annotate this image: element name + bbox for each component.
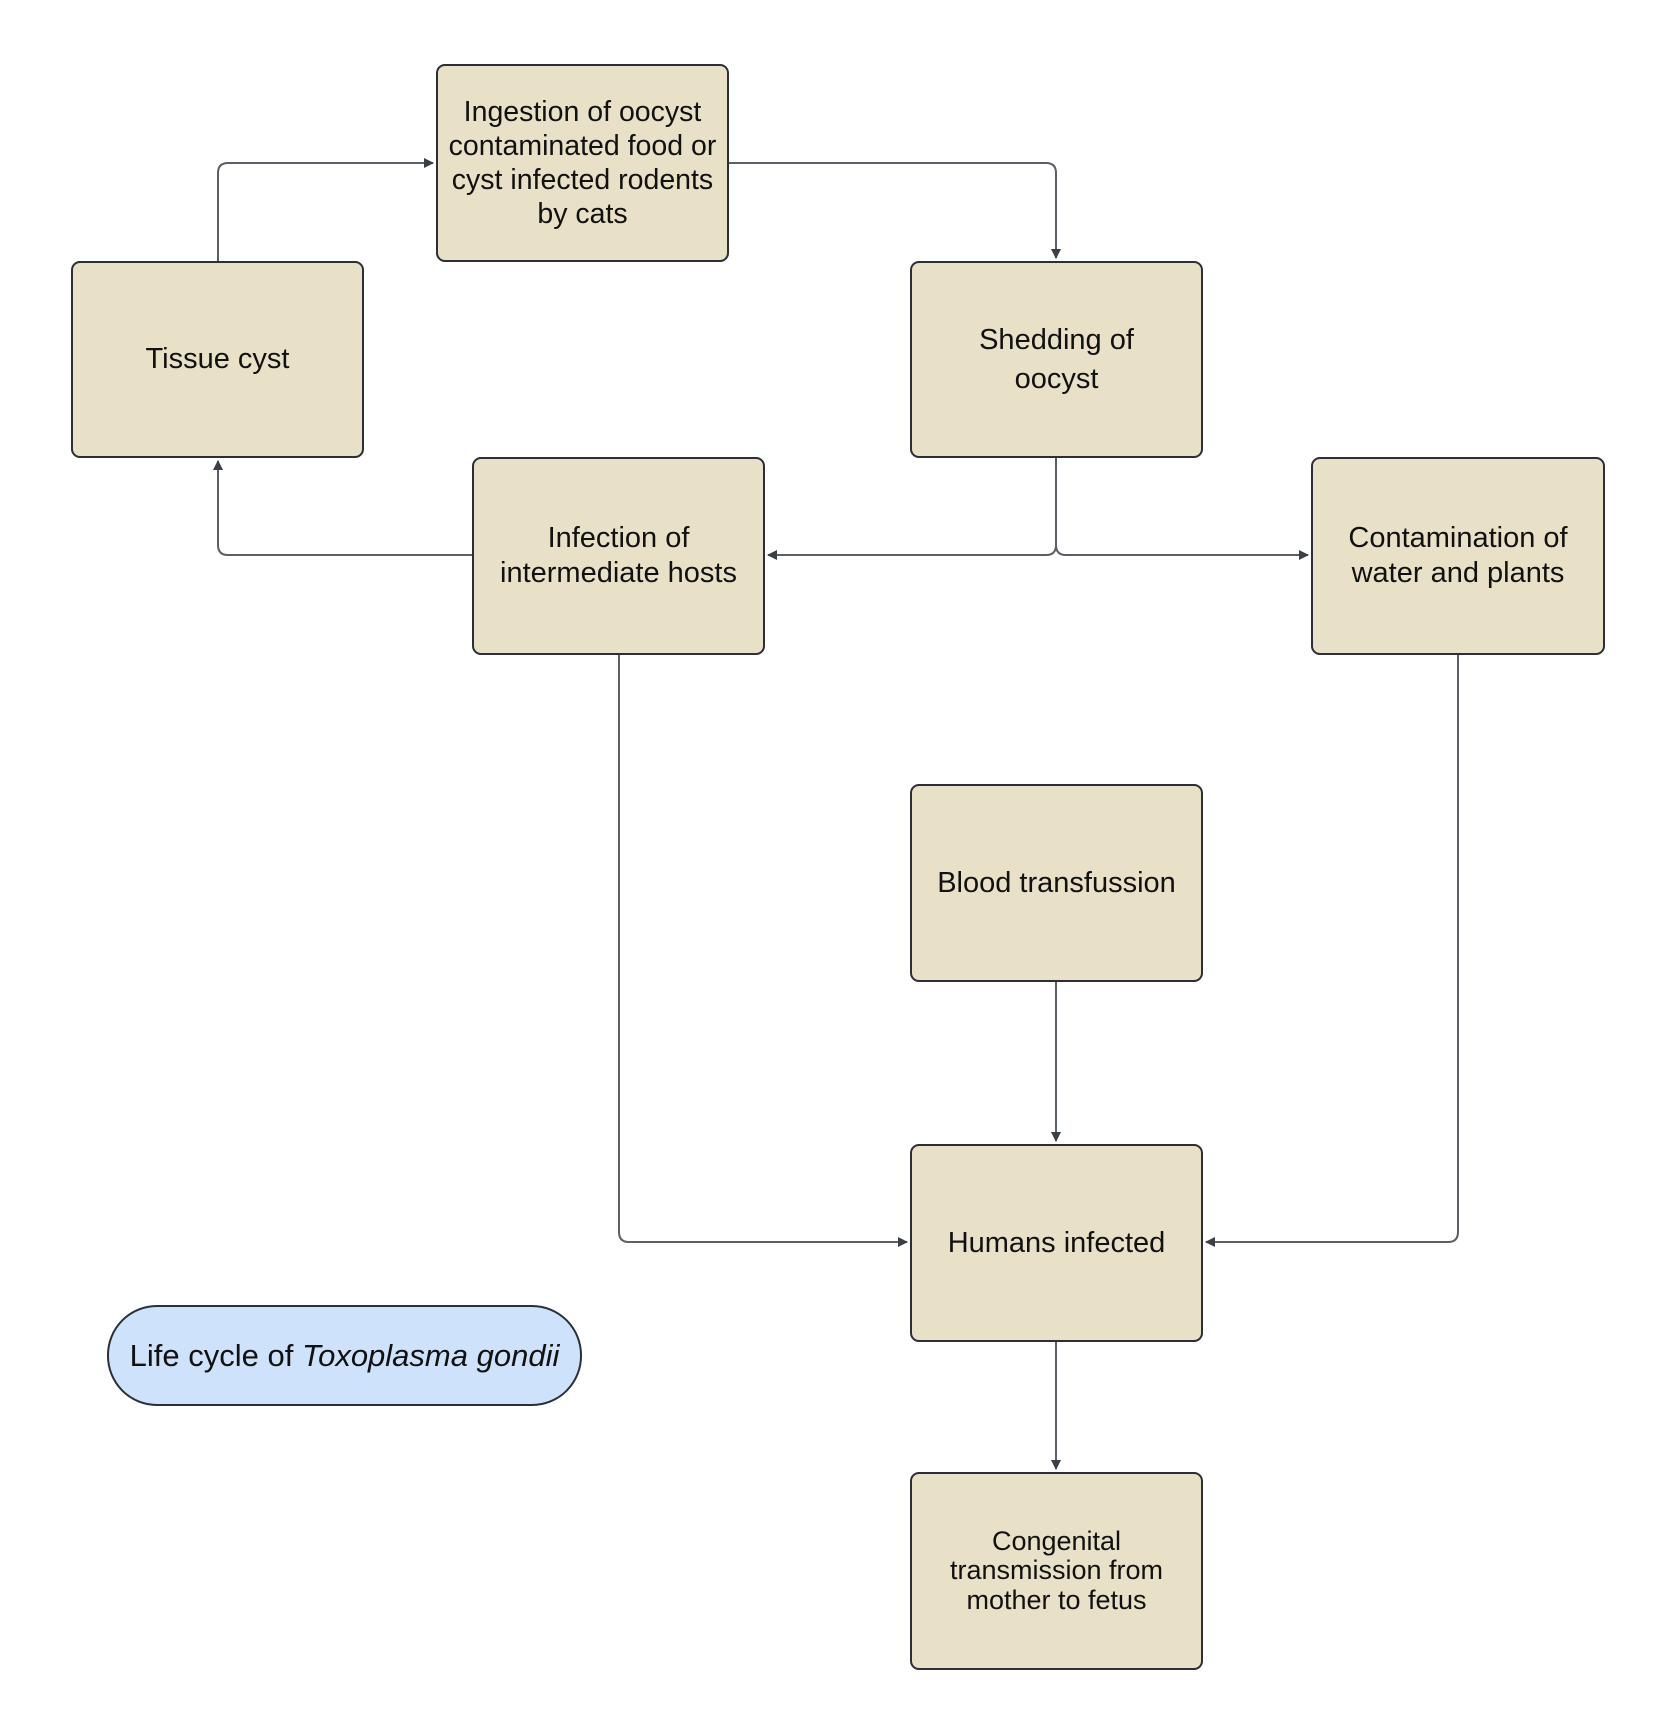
node-blood-transfusion: Blood transfussion (910, 784, 1203, 982)
node-tissue-cyst: Tissue cyst (71, 261, 364, 458)
node-shedding: Shedding of oocyst (910, 261, 1203, 458)
node-contamination: Contamination of water and plants (1311, 457, 1605, 655)
node-shedding-label: Shedding of oocyst (979, 324, 1134, 395)
node-humans-infected: Humans infected (910, 1144, 1203, 1342)
node-infection-intermediate-hosts: Infection of intermediate hosts (472, 457, 765, 655)
node-tissue-cyst-label: Tissue cyst (145, 343, 290, 376)
node-congenital-transmission-label: Congenital transmission from mother to f… (949, 1526, 1164, 1615)
node-ingestion-label: Ingestion of oocyst contaminated food or… (448, 95, 717, 231)
node-humans-infected-label: Humans infected (947, 1226, 1166, 1259)
connector-shedding-to-infection (767, 458, 1057, 560)
diagram-title-species: Toxoplasma gondii (301, 1337, 560, 1373)
diagram-title: Life cycle of Toxoplasma gondii (107, 1305, 582, 1406)
connector-infection-to-tissue (213, 460, 472, 556)
connector-contamination-to-humans (1205, 655, 1459, 1247)
node-congenital-transmission: Congenital transmission from mother to f… (910, 1472, 1203, 1670)
node-blood-transfusion-label: Blood transfussion (937, 866, 1176, 899)
node-contamination-label: Contamination of water and plants (1348, 522, 1568, 589)
connector-tissue-to-ingestion (217, 158, 434, 261)
diagram-title-prefix: Life cycle of (129, 1337, 294, 1373)
node-infection-intermediate-hosts-label: Infection of intermediate hosts (500, 522, 737, 589)
node-ingestion: Ingestion of oocyst contaminated food or… (436, 64, 729, 262)
connector-shedding-to-contamination (1055, 544, 1309, 560)
connector-infection-to-humans (618, 655, 908, 1247)
connector-ingestion-to-shedding (729, 162, 1061, 259)
